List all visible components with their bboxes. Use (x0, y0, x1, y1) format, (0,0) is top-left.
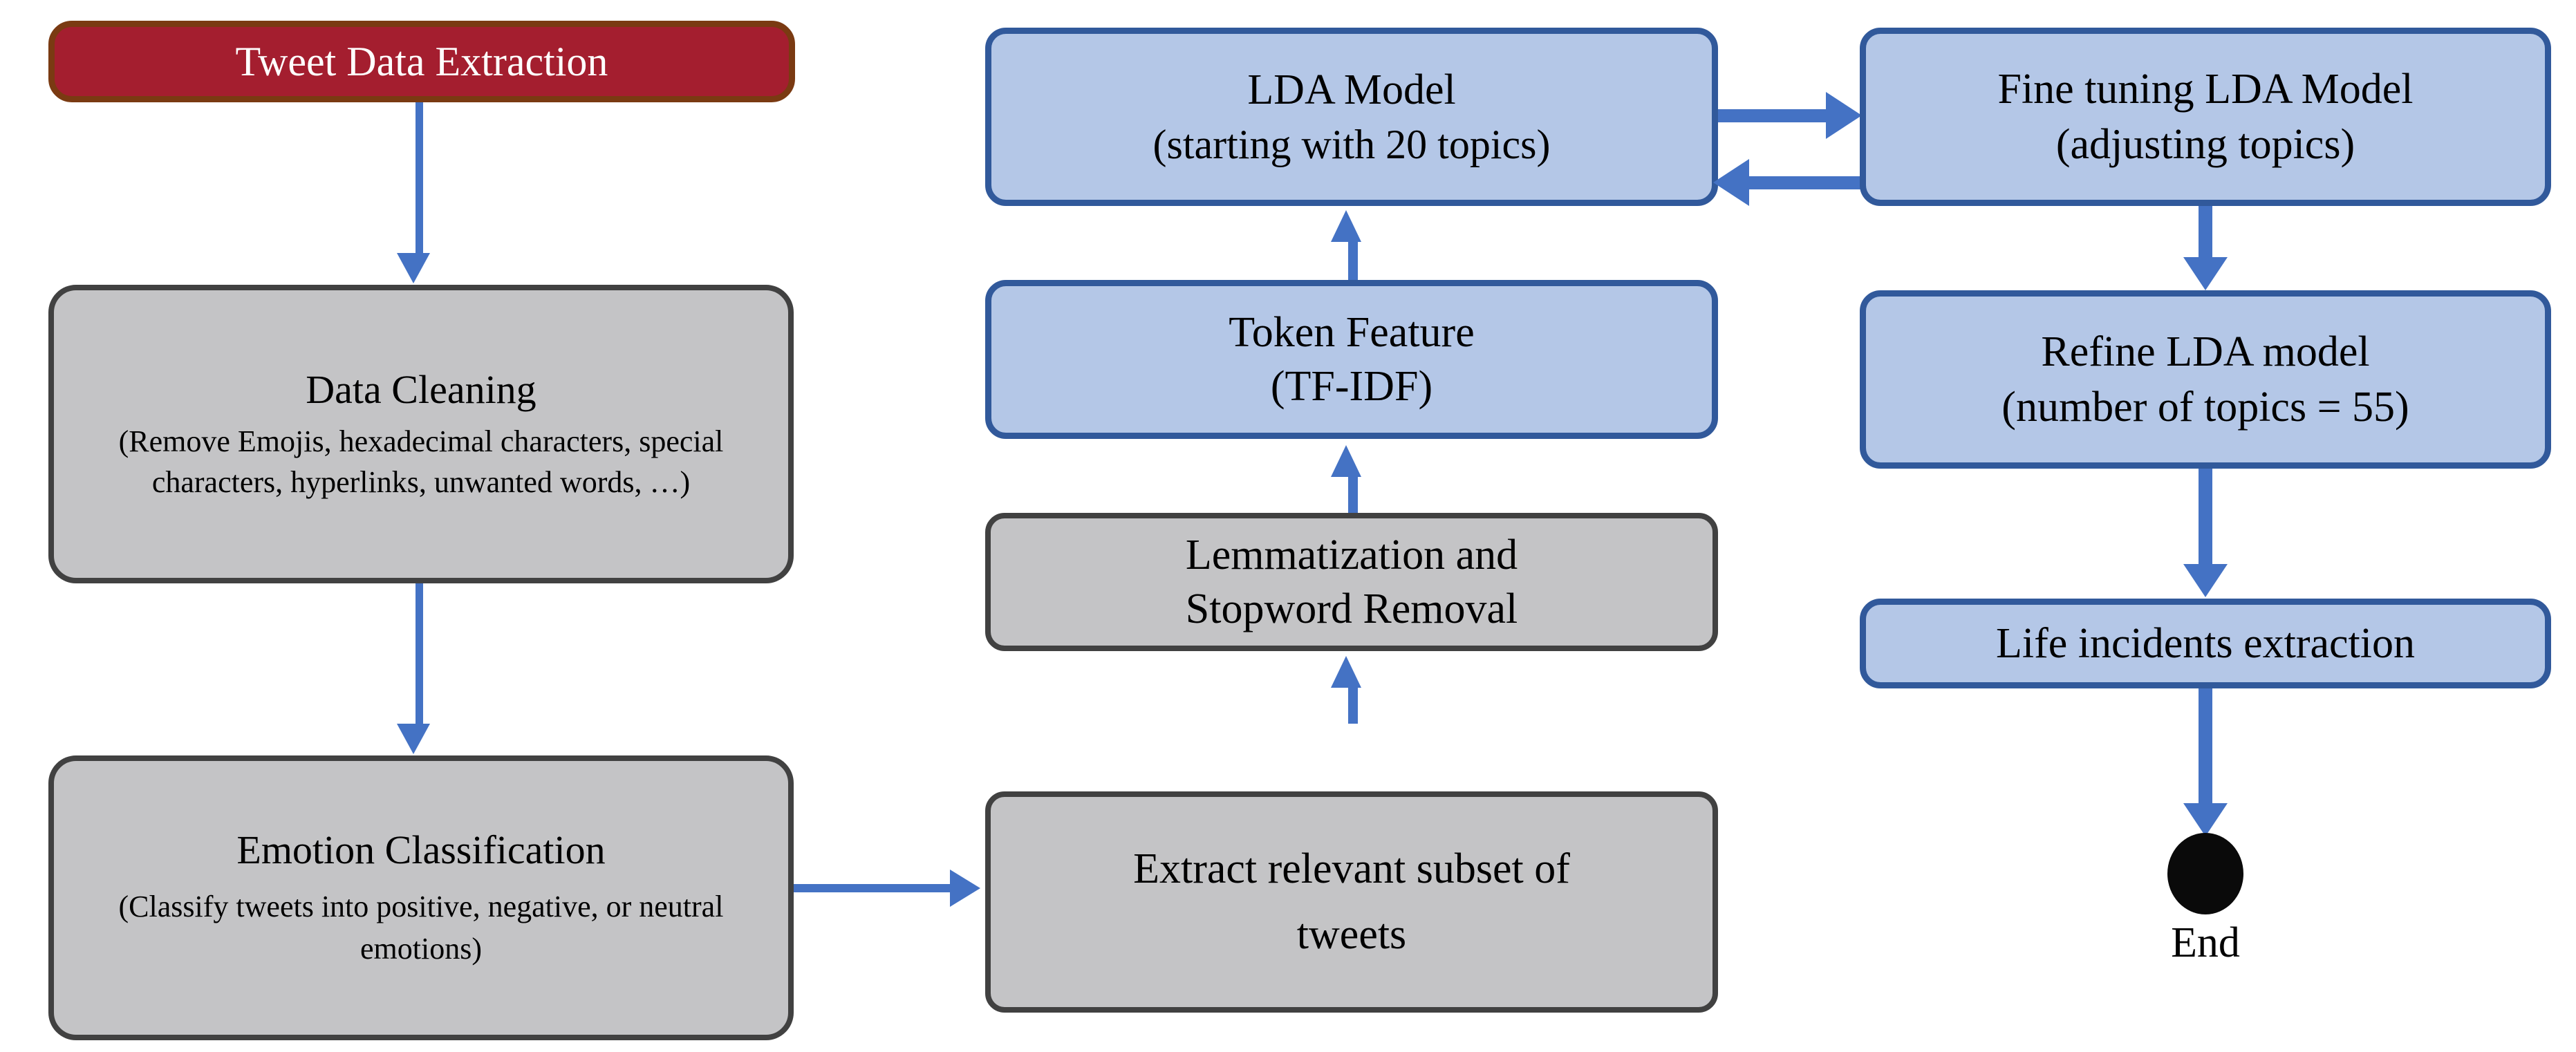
edge-lemmatization-to-token-shaft (1348, 477, 1358, 515)
node-token-feature-detail: (TF-IDF) (1270, 363, 1433, 410)
node-lda-model-title: LDA Model (1247, 66, 1456, 113)
node-extract-relevant-subset-line2: tweets (1296, 911, 1407, 958)
edge-extraction-to-cleaning-shaft (416, 102, 423, 256)
edge-refine-to-lifeincidents-shaft (2199, 469, 2212, 567)
node-extract-relevant-subset-line1: Extract relevant subset of (1133, 845, 1570, 892)
edge-emotion-to-extract-arrowhead (950, 870, 980, 907)
edge-token-to-lda-arrowhead (1331, 210, 1361, 242)
node-end-label: End (2171, 919, 2240, 966)
edge-cleaning-to-emotion-arrowhead (397, 724, 430, 754)
edge-extract-to-lemmatization-arrowhead (1331, 656, 1361, 688)
edge-emotion-to-extract-shaft (794, 884, 953, 892)
edge-finetune-to-lda-shaft (1749, 176, 1863, 189)
edge-cleaning-to-emotion-shaft (416, 583, 423, 726)
edge-lifeincidents-to-end-shaft (2199, 688, 2212, 806)
node-lda-model-detail: (starting with 20 topics) (1152, 122, 1551, 168)
edge-finetune-to-lda-arrowhead (1713, 159, 1749, 206)
node-tweet-data-extraction-line1: Tweet Data Extraction (235, 38, 608, 84)
node-life-incidents-extraction-label: Life incidents extraction (1996, 619, 2415, 667)
edge-lifeincidents-to-end-arrowhead (2183, 803, 2228, 836)
edge-refine-to-lifeincidents-arrowhead (2183, 564, 2228, 597)
node-fine-tuning-lda-detail: (adjusting topics) (2055, 121, 2355, 168)
node-emotion-classification-title: Emotion Classification (236, 827, 606, 873)
node-refine-lda-title: Refine LDA model (2041, 328, 2370, 375)
node-fine-tuning-lda[interactable]: Fine tuning LDA Model (adjusting topics) (1860, 28, 2551, 206)
node-end-terminator[interactable] (2167, 833, 2243, 914)
node-lemmatization-stopword[interactable]: Lemmatization and Stopword Removal (985, 513, 1718, 651)
edge-extract-to-lemmatization-shaft (1348, 688, 1358, 724)
node-fine-tuning-lda-title: Fine tuning LDA Model (1997, 65, 2414, 113)
node-life-incidents-extraction[interactable]: Life incidents extraction (1860, 599, 2551, 688)
node-emotion-classification[interactable]: Emotion Classification (Classify tweets … (48, 755, 794, 1040)
edge-lda-to-finetune-shaft (1718, 109, 1829, 122)
node-token-feature[interactable]: Token Feature (TF-IDF) (985, 280, 1718, 439)
node-refine-lda[interactable]: Refine LDA model (number of topics = 55) (1860, 290, 2551, 469)
node-lda-model[interactable]: LDA Model (starting with 20 topics) (985, 28, 1718, 206)
node-emotion-classification-detail: (Classify tweets into positive, negative… (118, 889, 724, 966)
node-lemmatization-stopword-line1: Lemmatization and (1185, 531, 1518, 579)
edge-extraction-to-cleaning-arrowhead (397, 253, 430, 283)
edge-lda-to-finetune-arrowhead (1826, 92, 1862, 139)
node-lemmatization-stopword-line2: Stopword Removal (1185, 585, 1518, 632)
edge-lemmatization-to-token-arrowhead (1331, 445, 1361, 477)
node-data-cleaning-title: Data Cleaning (306, 366, 536, 412)
edge-finetune-to-refine-arrowhead (2183, 257, 2228, 290)
edge-token-to-lda-shaft (1348, 241, 1358, 285)
node-extract-relevant-subset[interactable]: Extract relevant subset of tweets (985, 791, 1718, 1013)
node-refine-lda-detail: (number of topics = 55) (2001, 384, 2409, 431)
edge-finetune-to-refine-shaft (2199, 206, 2212, 260)
node-data-cleaning[interactable]: Data Cleaning (Remove Emojis, hexadecima… (48, 285, 794, 583)
node-data-cleaning-detail: (Remove Emojis, hexadecimal characters, … (118, 424, 724, 500)
node-token-feature-title: Token Feature (1229, 308, 1475, 356)
node-tweet-data-extraction[interactable]: Tweet Data Extraction (48, 21, 795, 102)
